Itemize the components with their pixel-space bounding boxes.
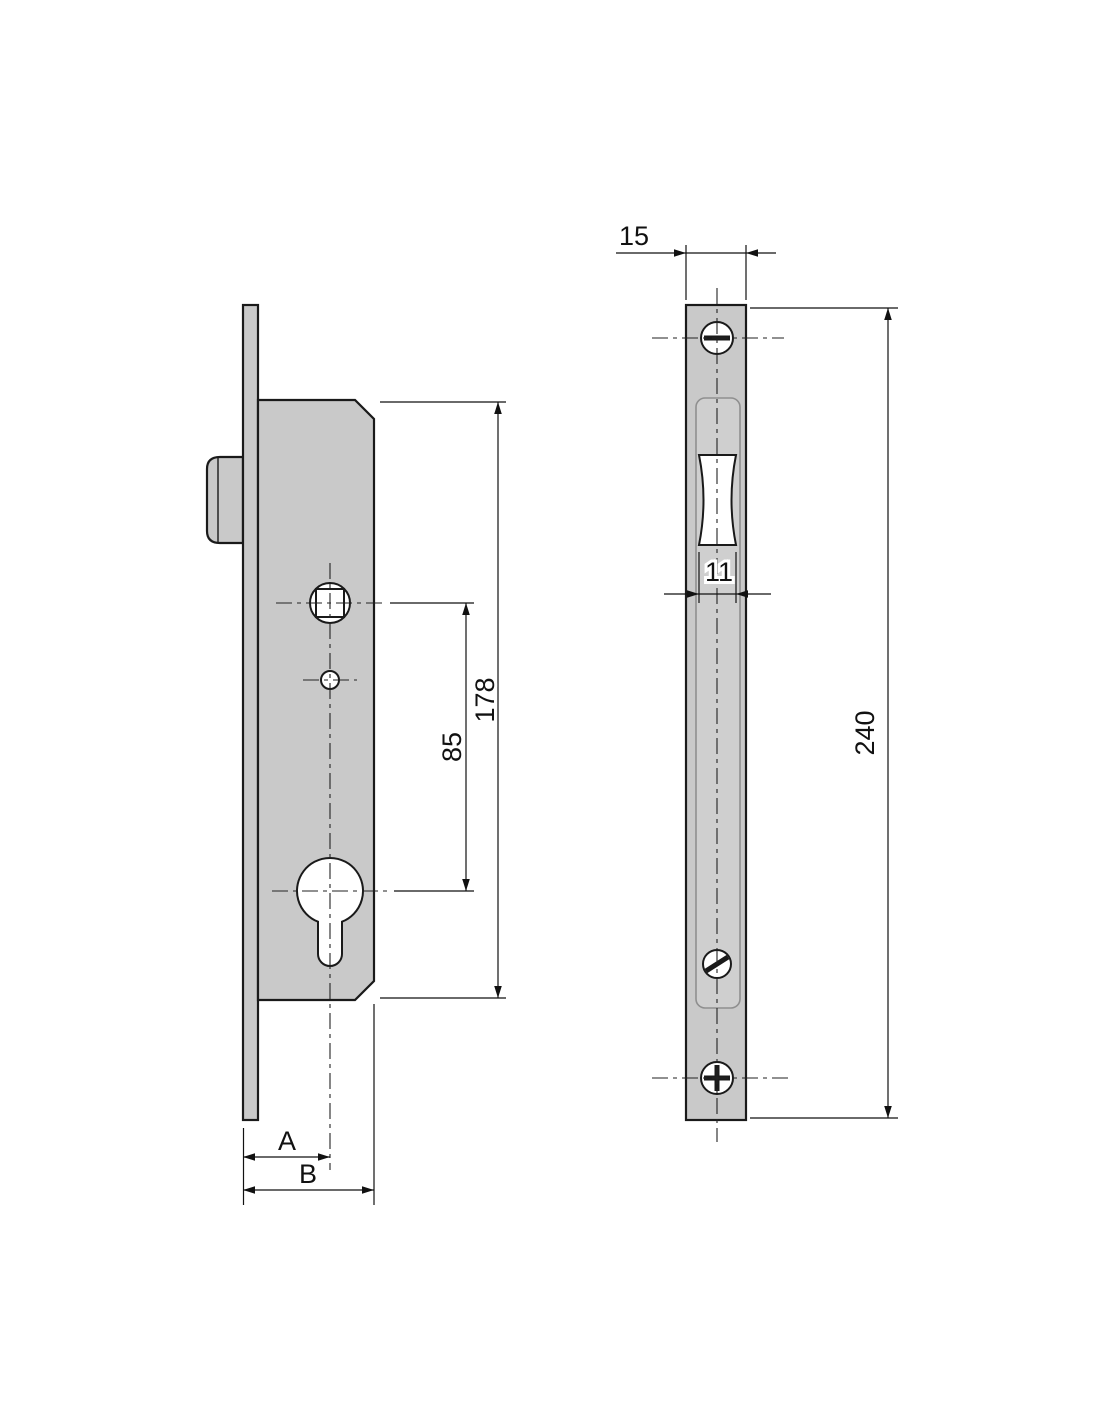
faceplate-recess [695, 397, 741, 1009]
middle-screw-slot [704, 954, 730, 974]
dim-label-faceplate-height: 240 [850, 710, 880, 755]
euro-cylinder-hole [296, 857, 364, 967]
latch-bolt-side [205, 455, 245, 545]
dim-label-faceplate-width: 15 [619, 221, 649, 251]
front-view [652, 288, 788, 1142]
faceplate-side [241, 303, 260, 1122]
dim-label-latch-width: 11 [705, 557, 733, 587]
dim-label-case-height: 178 [470, 677, 500, 722]
dim-label-follower-to-cylinder: 85 [437, 732, 467, 762]
side-view [205, 303, 388, 1170]
dim-label-case-depth: B [299, 1159, 317, 1189]
front-view-dimensions: 15 11 240 [616, 218, 898, 1119]
lock-case-body [256, 398, 376, 1002]
side-view-dimensions: 178 85 A B [242, 401, 506, 1205]
dim-label-backset: A [278, 1126, 296, 1156]
